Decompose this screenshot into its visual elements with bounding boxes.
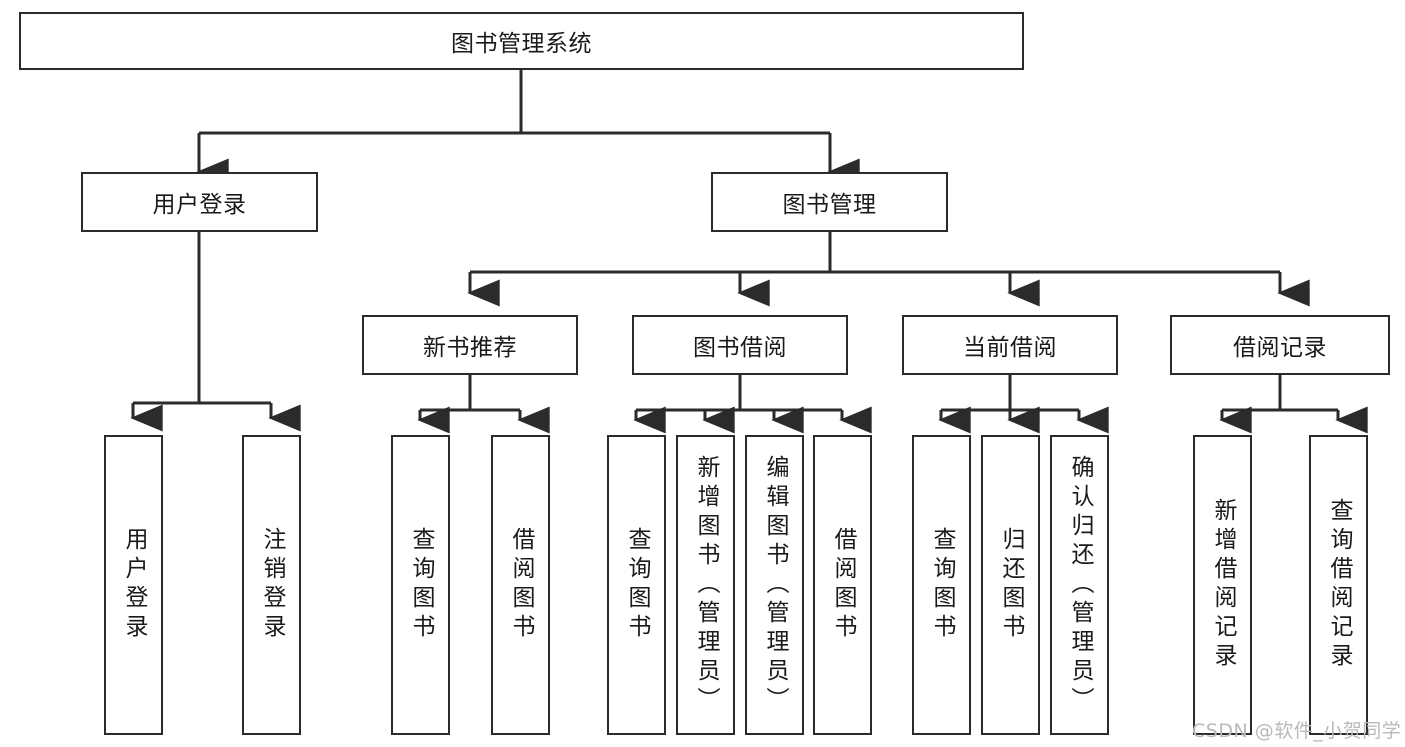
node-label: 查询图书 <box>929 527 955 643</box>
node-label: 确认归还（管理员） <box>1067 454 1093 716</box>
leaf-user-login-logout[interactable]: 注销登录 <box>242 435 301 735</box>
node-label: 图书管理系统 <box>451 31 592 57</box>
node-user-login[interactable]: 用户登录 <box>81 172 318 232</box>
node-label: 借阅图书 <box>508 527 534 643</box>
node-label: 图书管理 <box>782 192 877 218</box>
node-current-borrow[interactable]: 当前借阅 <box>902 315 1118 375</box>
node-label: 查询图书 <box>408 527 434 643</box>
leaf-recommend-borrow-book[interactable]: 借阅图书 <box>491 435 550 735</box>
node-borrow-record[interactable]: 借阅记录 <box>1170 315 1390 375</box>
leaf-record-query-record[interactable]: 查询借阅记录 <box>1309 435 1368 735</box>
node-label: 新增图书（管理员） <box>693 454 719 716</box>
leaf-borrow-query-book[interactable]: 查询图书 <box>607 435 666 735</box>
node-label: 用户登录 <box>152 192 247 218</box>
leaf-record-add-record[interactable]: 新增借阅记录 <box>1193 435 1252 735</box>
node-label: 借阅记录 <box>1233 335 1327 361</box>
node-root-system[interactable]: 图书管理系统 <box>19 12 1024 70</box>
leaf-user-login-login[interactable]: 用户登录 <box>104 435 163 735</box>
leaf-current-return-book[interactable]: 归还图书 <box>981 435 1040 735</box>
leaf-current-query-book[interactable]: 查询图书 <box>912 435 971 735</box>
node-book-management[interactable]: 图书管理 <box>711 172 948 232</box>
node-label: 编辑图书（管理员） <box>762 454 788 716</box>
node-label: 图书借阅 <box>693 335 787 361</box>
node-label: 新书推荐 <box>423 335 517 361</box>
node-new-book-recommend[interactable]: 新书推荐 <box>362 315 578 375</box>
leaf-borrow-edit-book-admin[interactable]: 编辑图书（管理员） <box>745 435 804 735</box>
node-label: 用户登录 <box>121 527 147 643</box>
node-label: 查询借阅记录 <box>1326 498 1352 672</box>
leaf-recommend-query-book[interactable]: 查询图书 <box>391 435 450 735</box>
node-label: 归还图书 <box>998 527 1024 643</box>
node-label: 当前借阅 <box>963 335 1057 361</box>
leaf-borrow-borrow-book[interactable]: 借阅图书 <box>813 435 872 735</box>
leaf-borrow-add-book-admin[interactable]: 新增图书（管理员） <box>676 435 735 735</box>
node-label: 查询图书 <box>624 527 650 643</box>
node-book-borrow[interactable]: 图书借阅 <box>632 315 848 375</box>
node-label: 借阅图书 <box>830 527 856 643</box>
csdn-watermark: CSDN @软件_小贺同学 <box>1192 720 1402 742</box>
leaf-current-confirm-return-admin[interactable]: 确认归还（管理员） <box>1050 435 1109 735</box>
node-label: 注销登录 <box>259 527 285 643</box>
node-label: 新增借阅记录 <box>1210 498 1236 672</box>
